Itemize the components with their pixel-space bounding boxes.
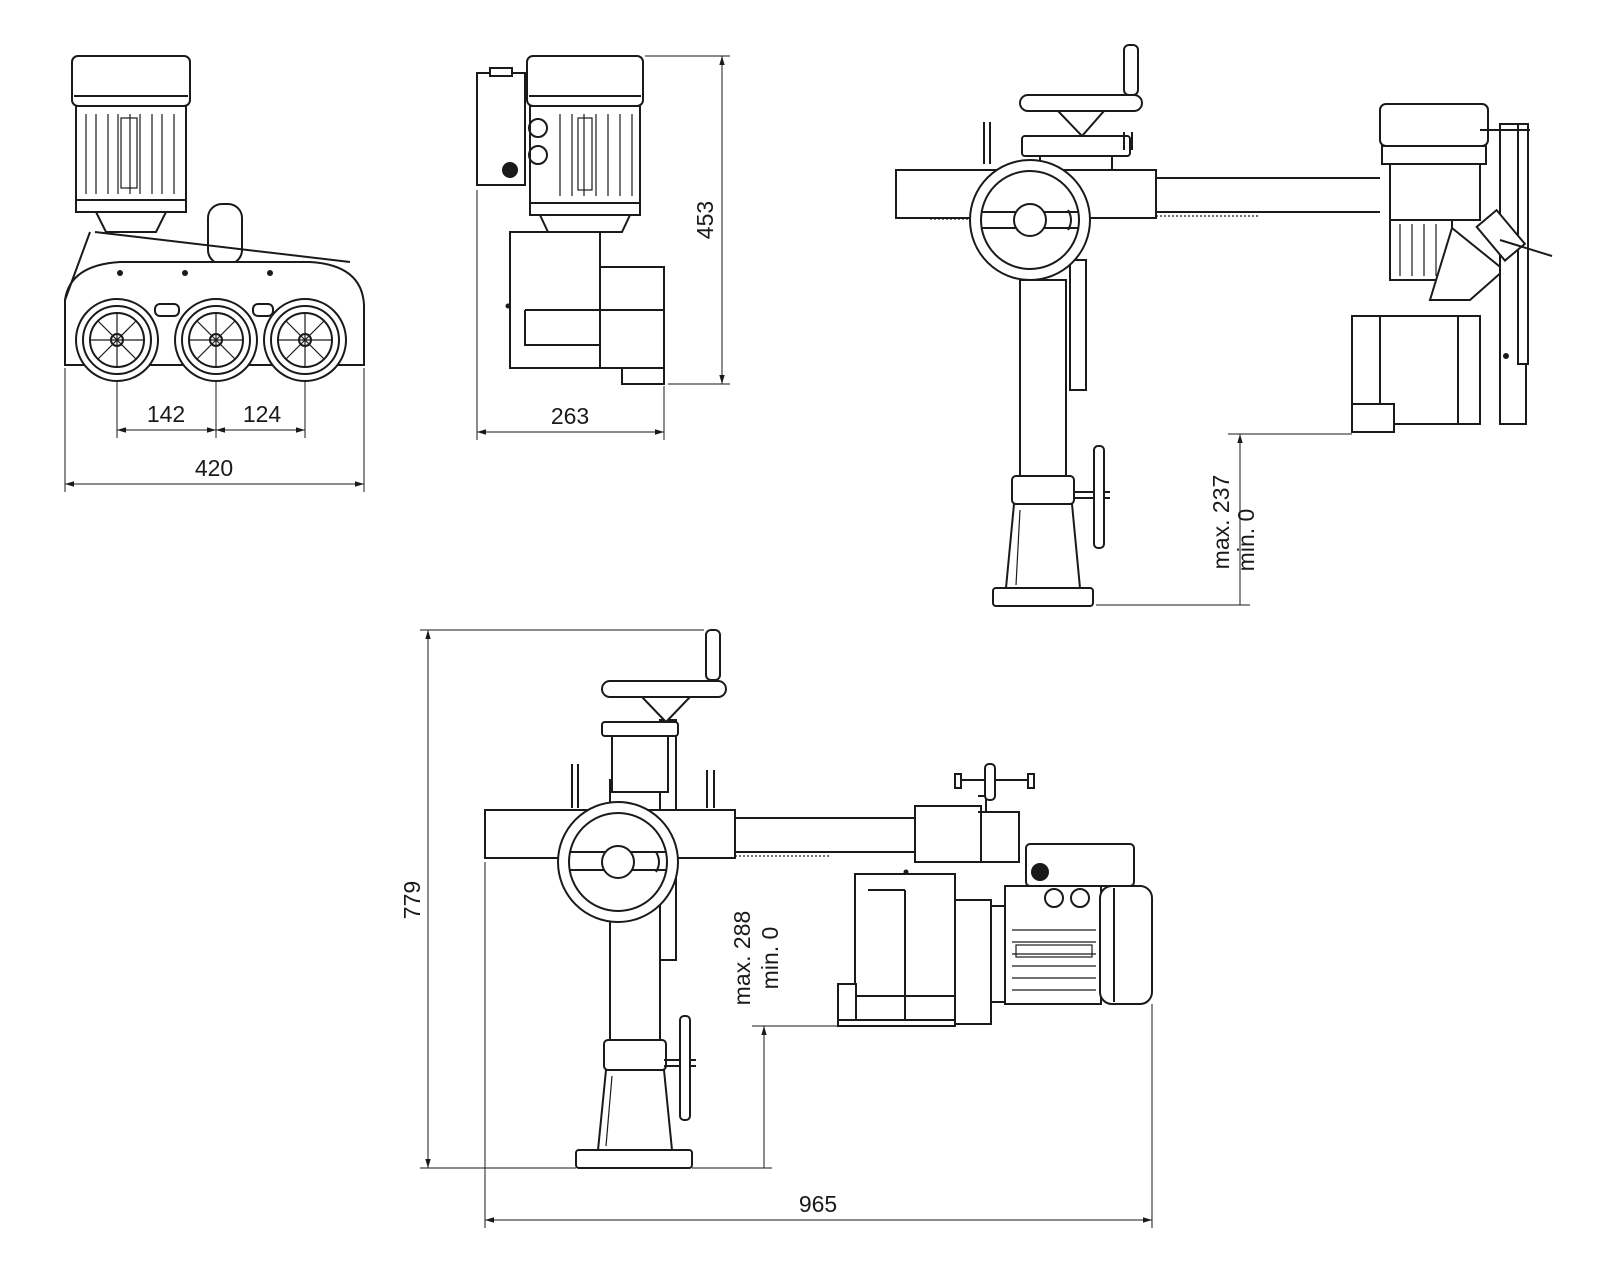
dim-label-420: 420 bbox=[195, 455, 233, 481]
motor-cap bbox=[71, 55, 191, 107]
dim-front-width: 420 bbox=[64, 368, 365, 492]
dim-side-depth: 263 bbox=[476, 190, 665, 440]
crank-wheel bbox=[1019, 94, 1143, 112]
front-view: 142 124 420 bbox=[64, 55, 365, 492]
dim-side-height: 453 bbox=[645, 55, 730, 385]
side-motor-body bbox=[529, 105, 641, 204]
switch-box bbox=[476, 72, 526, 186]
dim-label-min-0-bottom: min. 0 bbox=[757, 927, 783, 990]
dim-label-max-288: max. 288 bbox=[729, 911, 755, 1006]
dim-label-max-237: max. 237 bbox=[1208, 475, 1234, 570]
dim-top-right-range: max. 237 min. 0 bbox=[1096, 433, 1352, 606]
crank-wheel-bottom bbox=[601, 680, 727, 698]
dim-bottom-range: max. 288 min. 0 bbox=[692, 911, 838, 1169]
handwheel-top bbox=[969, 159, 1091, 281]
feed-rollers bbox=[75, 298, 347, 382]
motor-body bbox=[75, 105, 187, 202]
roller-2 bbox=[174, 298, 258, 382]
handwheel-bottom bbox=[557, 801, 679, 923]
arm-joint bbox=[914, 805, 982, 863]
motor-fins bbox=[85, 114, 175, 194]
dim-label-965: 965 bbox=[799, 1191, 837, 1217]
feeder-head-top bbox=[1351, 103, 1553, 433]
side-motor-cap bbox=[526, 55, 644, 107]
dim-label-779: 779 bbox=[399, 881, 425, 919]
dim-total-height: 779 bbox=[399, 629, 704, 1169]
dim-label-263: 263 bbox=[551, 403, 589, 429]
dim-label-min-0-top: min. 0 bbox=[1233, 509, 1259, 572]
crank-handle bbox=[1123, 44, 1139, 96]
side-housing bbox=[509, 231, 601, 369]
top-right-view: max. 237 min. 0 bbox=[895, 44, 1553, 607]
roller-3 bbox=[263, 298, 347, 382]
dim-label-142: 142 bbox=[147, 401, 185, 427]
side-view: 263 453 bbox=[476, 55, 730, 440]
dim-roller-spacing: 142 124 bbox=[116, 382, 306, 438]
dim-label-124: 124 bbox=[243, 401, 282, 427]
dim-total-reach: 965 bbox=[484, 862, 1153, 1228]
dim-label-453: 453 bbox=[692, 201, 718, 239]
base-foot bbox=[992, 587, 1094, 607]
bottom-view: 779 max. 288 min. 0 965 bbox=[399, 629, 1153, 1228]
feeder-motor-bottom bbox=[990, 843, 1153, 1005]
roller-1 bbox=[75, 298, 159, 382]
upright-post bbox=[207, 203, 243, 265]
column bbox=[1019, 279, 1067, 477]
